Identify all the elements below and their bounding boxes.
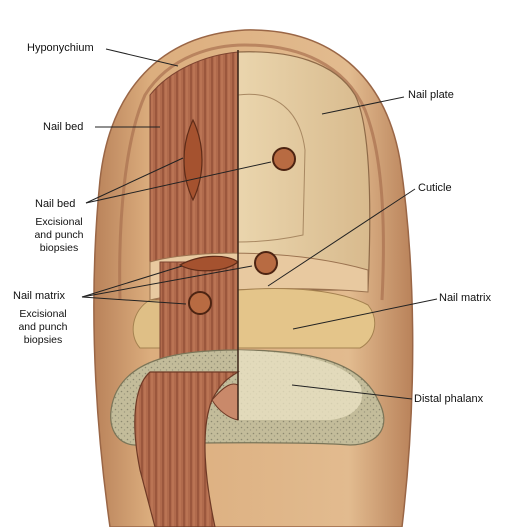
label-nail-matrix-left: Nail matrix <box>13 290 65 303</box>
label-nail-matrix-left-note: Excisional and punch biopsies <box>12 308 74 347</box>
nail-bed-punch <box>273 148 295 170</box>
matrix-punch-lower <box>189 292 211 314</box>
label-nail-bed-biopsy-note: Excisional and punch biopsies <box>28 216 90 255</box>
label-nail-plate: Nail plate <box>408 89 454 102</box>
label-nail-bed-biopsy: Nail bed <box>35 198 75 211</box>
label-hyponychium: Hyponychium <box>27 42 94 55</box>
matrix-punch-upper <box>255 252 277 274</box>
label-nail-bed-top: Nail bed <box>43 121 83 134</box>
label-distal-phalanx: Distal phalanx <box>414 393 483 406</box>
label-nail-matrix-right: Nail matrix <box>439 292 491 305</box>
label-cuticle: Cuticle <box>418 182 452 195</box>
